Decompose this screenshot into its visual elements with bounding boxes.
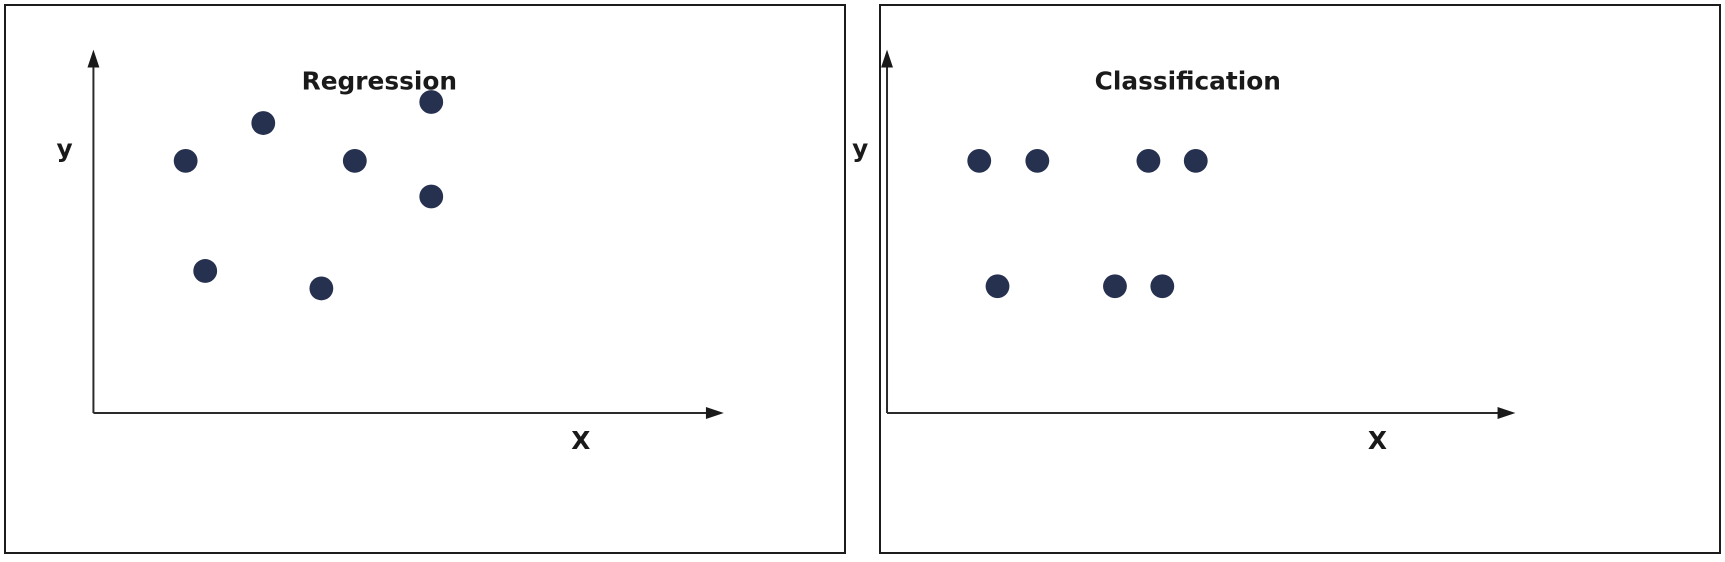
data-point xyxy=(1103,274,1127,299)
data-point xyxy=(985,274,1010,299)
x-axis-label: X xyxy=(571,426,590,455)
regression-chart: Regression y X xyxy=(57,49,724,455)
y-axis-arrow-icon xyxy=(87,49,100,68)
data-point xyxy=(419,184,444,209)
data-point xyxy=(251,111,276,135)
y-axis-label: y xyxy=(57,134,73,163)
x-axis-arrow-icon xyxy=(1497,407,1516,419)
data-point xyxy=(173,148,198,173)
classification-panel: Classification y X xyxy=(852,4,1721,554)
x-axis-arrow-icon xyxy=(705,407,724,419)
regression-panel: Regression y X xyxy=(4,4,846,554)
x-axis-label: X xyxy=(1368,426,1387,455)
data-point xyxy=(967,148,992,173)
y-axis-arrow-icon xyxy=(881,49,893,68)
data-point xyxy=(1183,148,1208,173)
data-point xyxy=(309,276,334,301)
data-point xyxy=(1150,274,1175,299)
classification-chart: Classification y X xyxy=(852,49,1516,455)
data-points xyxy=(967,148,1208,299)
y-axis-label: y xyxy=(852,134,868,163)
data-point xyxy=(1025,148,1050,173)
data-point xyxy=(193,259,218,283)
data-points xyxy=(173,90,444,301)
chart-title: Classification xyxy=(1095,66,1281,95)
data-point xyxy=(1136,148,1161,173)
data-point xyxy=(342,148,367,173)
data-point xyxy=(419,90,444,114)
